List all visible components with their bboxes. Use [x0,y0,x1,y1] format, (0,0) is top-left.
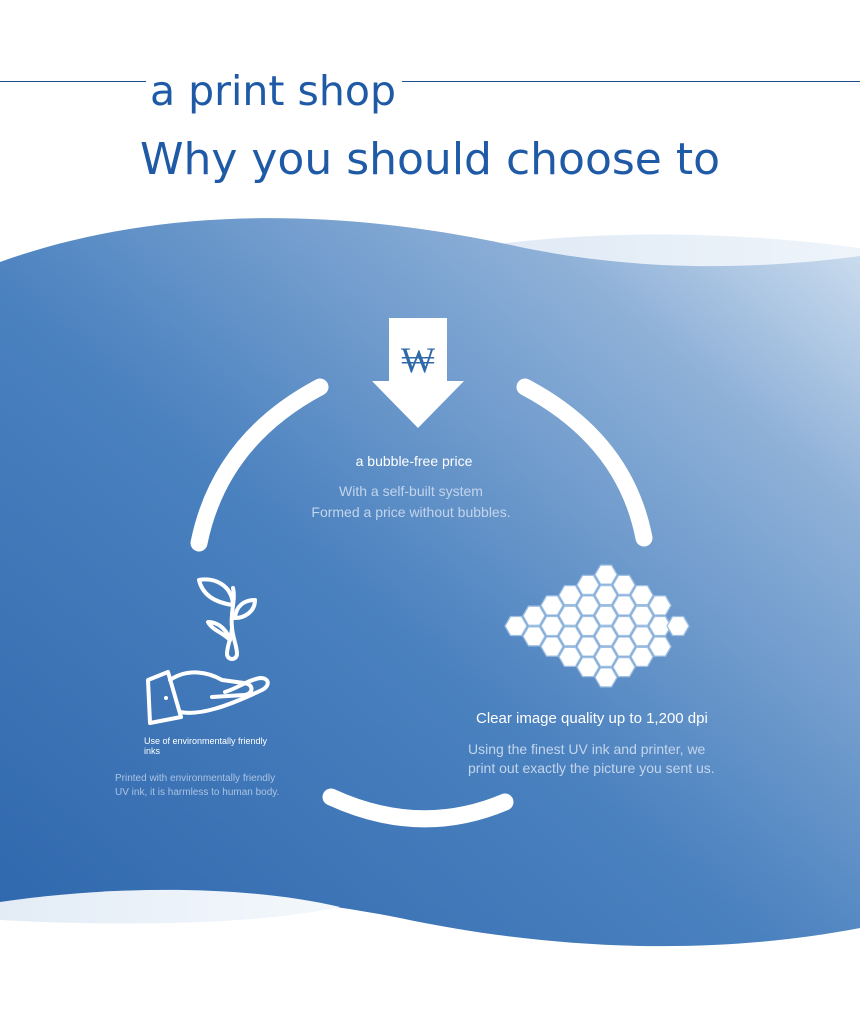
hexagon-cell [594,626,618,647]
arc-right [516,378,653,547]
hexagon-cell [576,636,600,657]
hexagon-cell [576,574,600,596]
wave-light-top [470,234,860,270]
hexagon-cell [612,656,636,678]
feature-ink-title: Use of environmentally friendly inks [144,736,268,756]
hexagon-cell [630,646,654,668]
hexagon-cell [648,595,672,616]
hexagon-cell [648,636,672,657]
hexagon-cell [540,595,564,616]
hexagon-cell [594,605,618,626]
feature-quality-desc-2: print out exactly the picture you sent u… [468,760,715,776]
hexagon-cell [630,605,654,626]
hand-plant-icon [146,577,270,725]
feature-ink-desc-2: UV ink, it is harmless to human body. [115,787,280,798]
hexagon-cell [594,564,618,585]
hexagon-cell [612,595,636,616]
won-arrow-icon: ₩ [372,318,464,428]
hexagon-cell [522,605,546,626]
hexagon-cell [558,646,582,668]
hexagon-cell [666,615,690,637]
feature-price-desc-1: With a self-built system [339,483,483,499]
cycle-arcs [190,378,653,828]
hexagon-cell [576,595,600,616]
hexagon-cell [594,667,618,688]
feature-price-title: a bubble-free price [355,453,473,469]
hexagon-cell [576,656,600,678]
headline-line-2: Why you should choose to [139,134,721,185]
wave-light-bottom [0,889,340,924]
hexagon-cell [576,615,600,637]
won-symbol: ₩ [401,340,435,381]
hexagon-cell [612,615,636,637]
feature-quality-title: Clear image quality up to 1,200 dpi [476,710,708,727]
feature-price-desc-2: Formed a price without bubbles. [311,504,511,520]
headline-line-1: a print shop [146,66,402,116]
hexagon-cell [504,615,528,637]
hexagon-cell [558,605,582,626]
hexagon-cluster-icon [504,564,690,688]
wave-main-band [0,218,860,947]
hexagon-cell [630,626,654,647]
hexagon-cell [540,636,564,657]
hexagon-cell [540,615,564,637]
feature-quality-desc-1: Using the finest UV ink and printer, we [468,741,706,757]
arc-left [190,378,329,552]
hexagon-cell [594,646,618,668]
hexagon-cell [594,584,618,606]
arc-bottom [322,788,514,828]
hexagon-cell [648,615,672,637]
header-divider [0,81,860,82]
hexagon-cell [630,584,654,606]
hexagon-cell [558,626,582,647]
hexagon-cell [522,626,546,647]
hexagon-cell [612,574,636,596]
hexagon-cell [612,636,636,657]
feature-ink-desc-1: Printed with environmentally friendly [115,773,276,784]
hexagon-cell [558,584,582,606]
